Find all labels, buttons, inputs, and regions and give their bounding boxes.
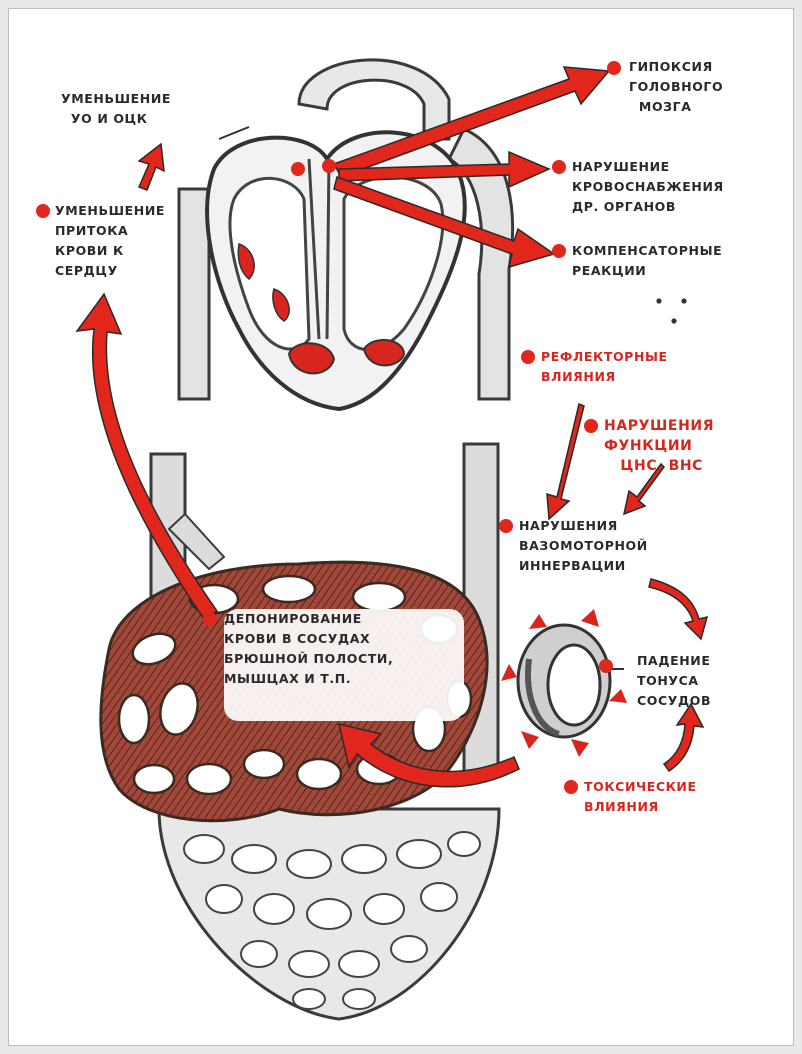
marker-dot — [552, 160, 566, 174]
marker-dot — [36, 204, 50, 218]
marker-dot — [499, 519, 513, 533]
marker-dot — [203, 612, 217, 626]
label-reduced-inflow: Уменьшение притока крови к сердцу — [55, 201, 165, 281]
label-vasomotor: Нарушения вазомоторной иннервации — [519, 516, 648, 576]
label-toxic: Токсические влияния — [584, 777, 697, 817]
arrow-to-reduction — [139, 144, 164, 190]
marker-dot — [291, 162, 305, 176]
arrow-reflex — [547, 404, 584, 519]
arrow-toxic-tone — [664, 704, 703, 771]
vessel-ring — [501, 609, 627, 757]
marker-dot — [552, 244, 566, 258]
label-reflex: Рефлекторные влияния — [541, 347, 668, 387]
label-tone-drop: Падение тонуса сосудов — [637, 651, 711, 711]
marker-dot — [584, 419, 598, 433]
ring-inner — [548, 645, 600, 725]
label-brain-hypoxia: Гипоксия головного мозга — [629, 57, 723, 117]
arrow-vasomotor-tone — [649, 579, 707, 639]
vena-cava — [179, 189, 209, 399]
label-reduction-sv: Уменьшение УО и ОЦК — [61, 89, 171, 129]
marker-dot — [322, 159, 336, 173]
marker-dot — [564, 780, 578, 794]
aortic-arch — [299, 60, 449, 139]
label-blood-pooling: Депонирование крови в сосудах брюшной по… — [224, 609, 393, 689]
capillary-network — [159, 809, 499, 1019]
label-cns-dysfunction: Нарушения функции ЦНС, ВНС — [604, 416, 714, 476]
label-compensatory: Компенсаторные реакции — [572, 241, 722, 281]
marker-dot — [599, 659, 613, 673]
marker-dot — [607, 61, 621, 75]
figure: Уменьшение УО и ОЦК Гипоксия головного м… — [8, 8, 794, 1046]
marker-dot — [521, 350, 535, 364]
label-blood-supply: Нарушение кровоснабжения др. органов — [572, 157, 724, 217]
